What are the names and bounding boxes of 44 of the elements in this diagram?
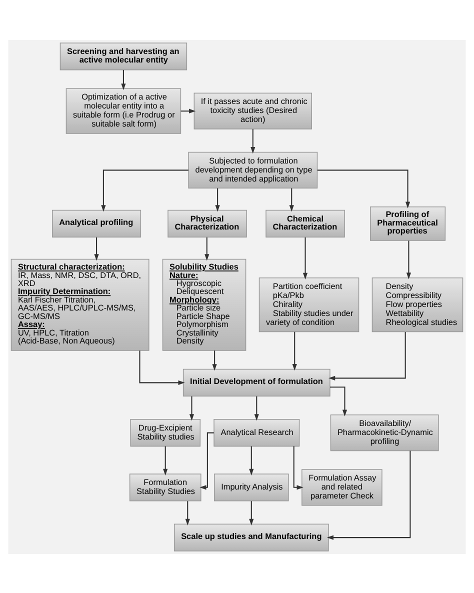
node-box: Profiling of Pharmaceutical properties (370, 206, 446, 240)
node-box: Optimization of a active molecular entity into a suitable form (i.e Prodrug or suitable salt form) (66, 88, 182, 134)
arrow (292, 331, 297, 370)
arrow (302, 236, 308, 279)
arrow (94, 236, 99, 260)
node-box: If it passes acute and chronic toxicity studies (Desired action) (194, 92, 312, 129)
arrow (254, 396, 259, 420)
node-box: Analytical profiling (52, 209, 142, 238)
arrow (326, 450, 411, 540)
arrow (328, 331, 406, 380)
node-box: Analytical Research (214, 418, 300, 446)
arrow (185, 500, 190, 525)
node-box: Solubility Studies Nature: Hygroscopic Deliquescent Morphology: Particle size Particle Shape Polymorphism Crystallinity Density (162, 258, 246, 350)
arrow (189, 396, 194, 420)
node-box: Drug-Excipient Stability studies (130, 418, 201, 446)
arrow (212, 350, 217, 370)
node-box: Impurity Analysis (214, 473, 289, 501)
arrow (330, 386, 348, 416)
node-box: Chemical Characterization (266, 209, 345, 238)
arrow (250, 128, 256, 154)
node-box: Physical Characterization (168, 209, 247, 238)
arrow (406, 240, 412, 279)
node-box: Formulation Assay and related parameter Check (302, 468, 382, 506)
arrow (163, 446, 168, 475)
node-box: Initial Development of formulation (182, 368, 330, 396)
arrow (249, 500, 254, 525)
arrow (204, 236, 210, 260)
arrow (200, 432, 214, 490)
node-box: Formulation Stability Studies (129, 473, 202, 501)
arrow (293, 446, 304, 490)
arrow (289, 188, 294, 212)
arrow (121, 69, 126, 90)
node-box: Density Compressibility Flow properties Wettability Rheological studies (372, 277, 464, 332)
arrow (249, 446, 254, 475)
node-box: Structural characterization: IR, Mass, NMR, DSC, DTA, ORD, XRD Impurity Determination: Karl Fischer Titration, AAS/AES, HPLC/UPLC-MS/MS, GC-MS/MS Assay: UV, HPLC, Titration (Acid-Base, Non Aqueous) (10, 258, 150, 350)
arrow (101, 169, 188, 212)
arrow (215, 188, 220, 212)
node-box: Bioavailability/ Pharmacokinetic-Dynamic profiling (330, 414, 439, 451)
arrow (139, 350, 185, 384)
node-box: Scale up studies and Manufacturing (174, 523, 329, 551)
arrow (317, 169, 410, 208)
node-box: Partition coefficient pKa/Pkb Chirality Stability studies under variety of condition (258, 277, 360, 332)
node-box: Subjected to formulation development depending on type and intended application (188, 151, 318, 188)
node-box: Screening and harvesting an active molecular entity (60, 42, 188, 70)
